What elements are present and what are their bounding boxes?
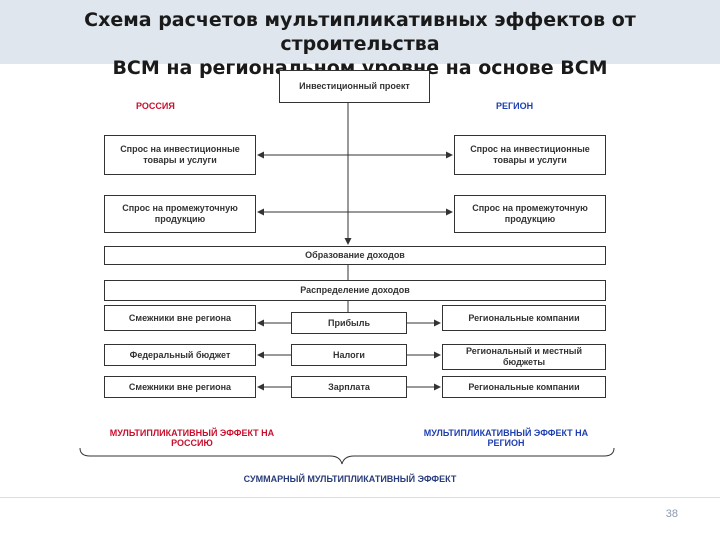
label-russia: РОССИЯ — [136, 101, 175, 111]
box-investment-project: Инвестиционный проект — [279, 70, 430, 103]
box-left-demand-intermediate: Спрос на промежуточную продукцию — [104, 195, 256, 233]
box-left-row3: Смежники вне региона — [104, 376, 256, 398]
title-line-1: Схема расчетов мультипликативных эффекто… — [84, 9, 636, 55]
total-effect: СУММАРНЫЙ МУЛЬТИПЛИКАТИВНЫЙ ЭФФЕКТ — [243, 474, 457, 484]
effect-region-line2: РЕГИОН — [487, 438, 525, 448]
effect-region: МУЛЬТИПЛИКАТИВНЫЙ ЭФФЕКТ НА РЕГИОН — [406, 428, 606, 448]
box-taxes: Налоги — [291, 344, 407, 366]
effect-russia-line1: МУЛЬТИПЛИКАТИВНЫЙ ЭФФЕКТ НА — [109, 428, 275, 438]
label-region: РЕГИОН — [496, 101, 534, 111]
box-left-row1: Смежники вне региона — [104, 305, 256, 331]
box-right-row2: Региональный и местный бюджеты — [442, 344, 606, 370]
box-left-demand-invest: Спрос на инвестиционные товары и услуги — [104, 135, 256, 175]
page-number: 38 — [665, 508, 678, 520]
slide-title: Схема расчетов мультипликативных эффекто… — [20, 8, 700, 80]
effect-russia: МУЛЬТИПЛИКАТИВНЫЙ ЭФФЕКТ НА РОССИЮ — [92, 428, 292, 448]
title-line-2: ВСМ на региональном уровне на основе ВСМ — [112, 57, 608, 79]
box-salary: Зарплата — [291, 376, 407, 398]
slide-header — [0, 0, 720, 64]
box-income-distribution: Распределение доходов — [104, 280, 606, 301]
summary-brace — [79, 447, 615, 465]
effect-russia-line2: РОССИЮ — [171, 438, 213, 448]
box-profit: Прибыль — [291, 312, 407, 334]
footer-divider — [0, 497, 720, 498]
box-right-row3: Региональные компании — [442, 376, 606, 398]
box-right-demand-invest: Спрос на инвестиционные товары и услуги — [454, 135, 606, 175]
box-right-demand-intermediate: Спрос на промежуточную продукцию — [454, 195, 606, 233]
box-right-row1: Региональные компании — [442, 305, 606, 331]
effect-region-line1: МУЛЬТИПЛИКАТИВНЫЙ ЭФФЕКТ НА — [423, 428, 589, 438]
box-income-formation: Образование доходов — [104, 246, 606, 265]
box-left-row2: Федеральный бюджет — [104, 344, 256, 366]
